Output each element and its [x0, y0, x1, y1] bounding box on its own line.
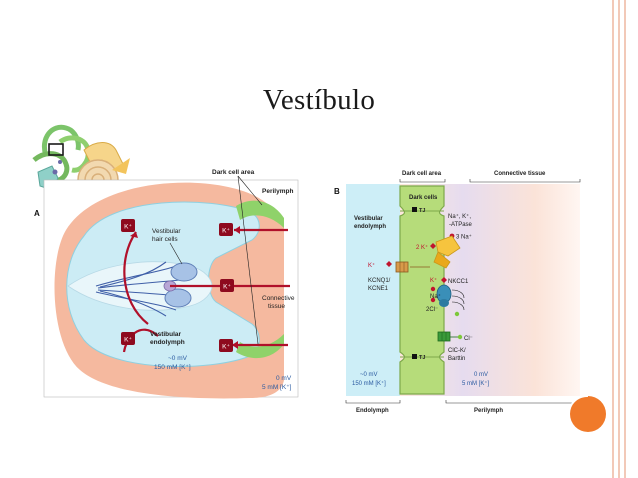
kcnq-channel — [395, 261, 430, 273]
dark-cells-top — [236, 200, 284, 228]
border-line-1 — [612, 0, 614, 478]
b-endolymph-footer: Endolymph — [356, 408, 389, 414]
b-kcnq-label-1: KCNQ1/ — [368, 278, 391, 284]
b-k-in: K⁺ — [430, 277, 437, 284]
a-hair-cells-label-1: Vestibular — [152, 228, 181, 235]
svg-text:K⁺: K⁺ — [222, 344, 230, 351]
b-endolymph-label-1: Vestibular — [354, 216, 383, 222]
b-two-k: 2 K⁺ — [416, 244, 428, 251]
b-two-cl: 2Cl⁻ — [426, 307, 438, 313]
k-badges: K⁺ K⁺ K⁺ K⁺ K⁺ — [121, 219, 234, 352]
svg-text:K⁺: K⁺ — [222, 228, 230, 235]
b-cl-minus: Cl⁻ — [464, 336, 473, 342]
decorative-orange-circle — [570, 396, 606, 432]
b-clc-label-2: Barttin — [448, 356, 465, 362]
panel-a: A — [34, 169, 299, 399]
b-nkcc-label: NKCC1 — [448, 279, 469, 285]
b-peri-k: 5 mM [K⁺] — [462, 380, 490, 387]
hair-cell-1 — [170, 262, 198, 282]
b-clc-label-1: ClC-K/ — [448, 348, 466, 354]
b-three-na: 3 Na⁺ — [456, 234, 472, 241]
svg-text:K⁺: K⁺ — [124, 337, 132, 344]
vestibule-marker — [48, 143, 64, 156]
arrowheads — [130, 226, 240, 349]
b-perilymph-footer: Perilymph — [474, 408, 503, 414]
panel-a-letter: A — [34, 209, 40, 218]
b-endolymph-label-2: endolymph — [354, 224, 386, 230]
b-tj-top: TJ — [419, 208, 425, 214]
b-kcnq-label-2: KCNE1 — [368, 286, 389, 292]
border-line-2 — [618, 0, 620, 478]
a-peri-k: 5 mM [K⁺] — [262, 384, 292, 391]
b-endo-k: 150 mM [K⁺] — [352, 380, 386, 387]
a-connective-label-2: tissue — [268, 303, 285, 310]
nkcc-transporter — [436, 284, 465, 311]
b-na-plus: Na⁺ — [430, 293, 441, 300]
panel-b-letter: B — [334, 187, 340, 196]
b-atpase-label-1: Na⁺, K⁺, — [448, 213, 471, 220]
b-dark-cell-header: Dark cell area — [402, 171, 442, 177]
border-line-3 — [624, 0, 626, 478]
a-endolymph-label-1: Vestibular — [150, 331, 182, 338]
atpase-pump — [433, 235, 461, 269]
a-peri-potential: 0 mV — [276, 375, 292, 382]
panel-b: B Dark cell area Connective tissue Dark … — [334, 171, 581, 414]
b-dark-cells-column — [399, 185, 445, 395]
b-k-out: K⁺ — [368, 262, 375, 269]
b-dark-cells-label: Dark cells — [409, 195, 438, 201]
a-endo-potential: ~0 mV — [168, 355, 188, 362]
k-flow-arrows — [122, 228, 290, 353]
b-atpase-label-2: -ATPase — [449, 222, 473, 228]
b-peri-potential: 0 mV — [474, 372, 488, 378]
slide-title: Vestíbulo — [262, 84, 376, 116]
a-dark-cell-label: Dark cell area — [212, 169, 255, 176]
b-endolymph-bg — [346, 184, 400, 396]
a-connective-label-1: Connective — [262, 295, 295, 302]
b-connective-header: Connective tissue — [494, 171, 546, 177]
svg-text:K⁺: K⁺ — [223, 284, 231, 291]
clc-channel — [437, 331, 458, 342]
b-endo-potential: ~0 mV — [360, 372, 378, 378]
hair-cell-2 — [164, 288, 192, 308]
b-tj-bottom: TJ — [419, 355, 425, 361]
a-endo-k: 150 mM [K⁺] — [154, 364, 191, 371]
a-endolymph-label-2: endolymph — [150, 339, 185, 346]
a-hair-cells-label-2: hair cells — [152, 236, 178, 243]
dark-cells-bottom — [236, 334, 284, 359]
a-perilymph-label: Perilymph — [262, 188, 293, 195]
svg-text:K⁺: K⁺ — [124, 224, 132, 231]
